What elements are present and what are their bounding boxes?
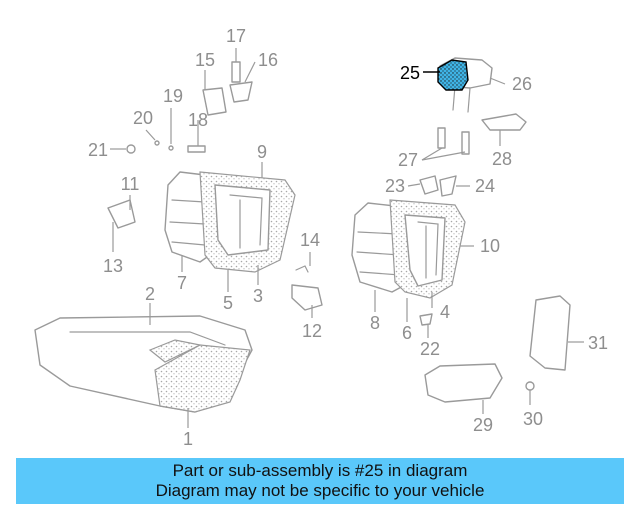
small-parts (107, 61, 571, 403)
callout-9: 9 (257, 142, 267, 162)
callout-23: 23 (385, 176, 405, 196)
callout-6: 6 (402, 323, 412, 343)
callout-18: 18 (188, 110, 208, 130)
callout-4: 4 (440, 302, 450, 322)
callout-22: 22 (420, 339, 440, 359)
callout-8: 8 (370, 313, 380, 333)
leader-lines (110, 48, 584, 428)
callout-21: 21 (88, 140, 108, 160)
callout-7: 7 (177, 273, 187, 293)
right-seat-back-part[interactable] (351, 199, 466, 299)
callout-31: 31 (588, 333, 608, 353)
callout-29: 29 (473, 415, 493, 435)
callout-13: 13 (103, 256, 123, 276)
callout-17: 17 (226, 26, 246, 46)
headrest-cover-part-25[interactable] (437, 59, 469, 91)
callout-2: 2 (145, 284, 155, 304)
callout-10: 10 (480, 236, 500, 256)
callout-26: 26 (512, 74, 532, 94)
callout-27: 27 (398, 150, 418, 170)
callout-30: 30 (523, 409, 543, 429)
callout-11: 11 (121, 174, 140, 194)
callout-25-highlighted: 25 (400, 63, 420, 83)
callout-1: 1 (183, 429, 193, 449)
callout-28: 28 (492, 149, 512, 169)
banner-line-2: Diagram may not be specific to your vehi… (155, 481, 485, 500)
callout-19: 19 (163, 86, 183, 106)
callout-12: 12 (302, 321, 322, 341)
left-seat-back-part[interactable] (164, 171, 296, 273)
banner-line-1: Part or sub-assembly is #25 in diagram (172, 461, 468, 480)
callout-labels: 1 2 3 4 5 6 7 8 9 10 11 12 13 14 15 16 1… (88, 26, 608, 449)
parts-diagram: 1 2 3 4 5 6 7 8 9 10 11 12 13 14 15 16 1… (34, 26, 608, 449)
callout-16: 16 (258, 50, 278, 70)
callout-24: 24 (475, 176, 495, 196)
info-banner: Part or sub-assembly is #25 in diagram D… (16, 458, 624, 504)
callout-20: 20 (133, 108, 153, 128)
callout-14: 14 (300, 230, 320, 250)
callout-15: 15 (195, 50, 215, 70)
callout-5: 5 (223, 293, 233, 313)
callout-3: 3 (253, 286, 263, 306)
seat-cushion-part[interactable] (34, 315, 253, 413)
